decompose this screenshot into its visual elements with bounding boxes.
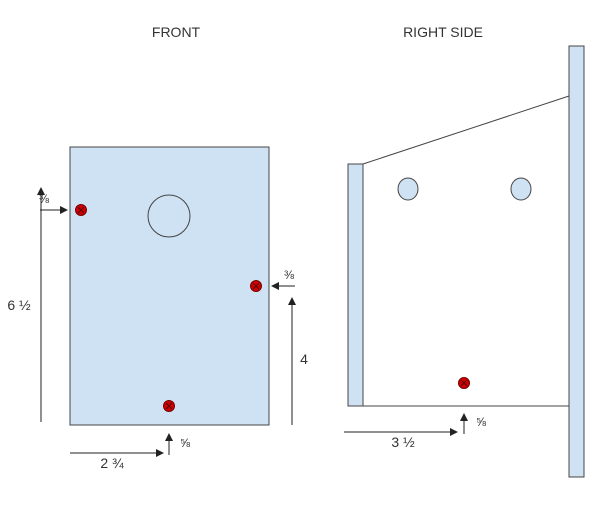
screw-hole-top-left: [75, 204, 87, 216]
right-hole-offset-label: ⅜: [284, 268, 295, 282]
vent-hole-left: [397, 177, 419, 201]
entrance-hole: [147, 194, 191, 238]
bottom-hole-offset-label: ⅝: [180, 436, 191, 450]
vent-hole-right: [510, 177, 532, 201]
front-panel: [69, 146, 270, 426]
right-height-label: 4: [300, 351, 308, 367]
left-height-label: 6 ½: [7, 297, 31, 313]
roof-line: [362, 95, 570, 165]
front-view: ⅜ 6 ½ ⅜ 4 ⅝ 2 ¾: [7, 146, 308, 471]
front-view-title: FRONT: [152, 24, 201, 40]
screw-hole-right: [250, 280, 262, 292]
back-board: [568, 45, 585, 478]
side-width-label: 3 ½: [391, 434, 415, 450]
right-side-view-title: RIGHT SIDE: [403, 24, 483, 40]
side-hole-offset-label: ⅝: [476, 415, 487, 429]
side-view: ⅝ 3 ½: [344, 45, 585, 478]
front-board-edge: [347, 163, 364, 407]
bottom-width-label: 2 ¾: [100, 455, 124, 471]
side-screw-hole: [458, 377, 470, 389]
top-hole-offset-label: ⅜: [39, 192, 50, 206]
screw-hole-bottom: [163, 400, 175, 412]
